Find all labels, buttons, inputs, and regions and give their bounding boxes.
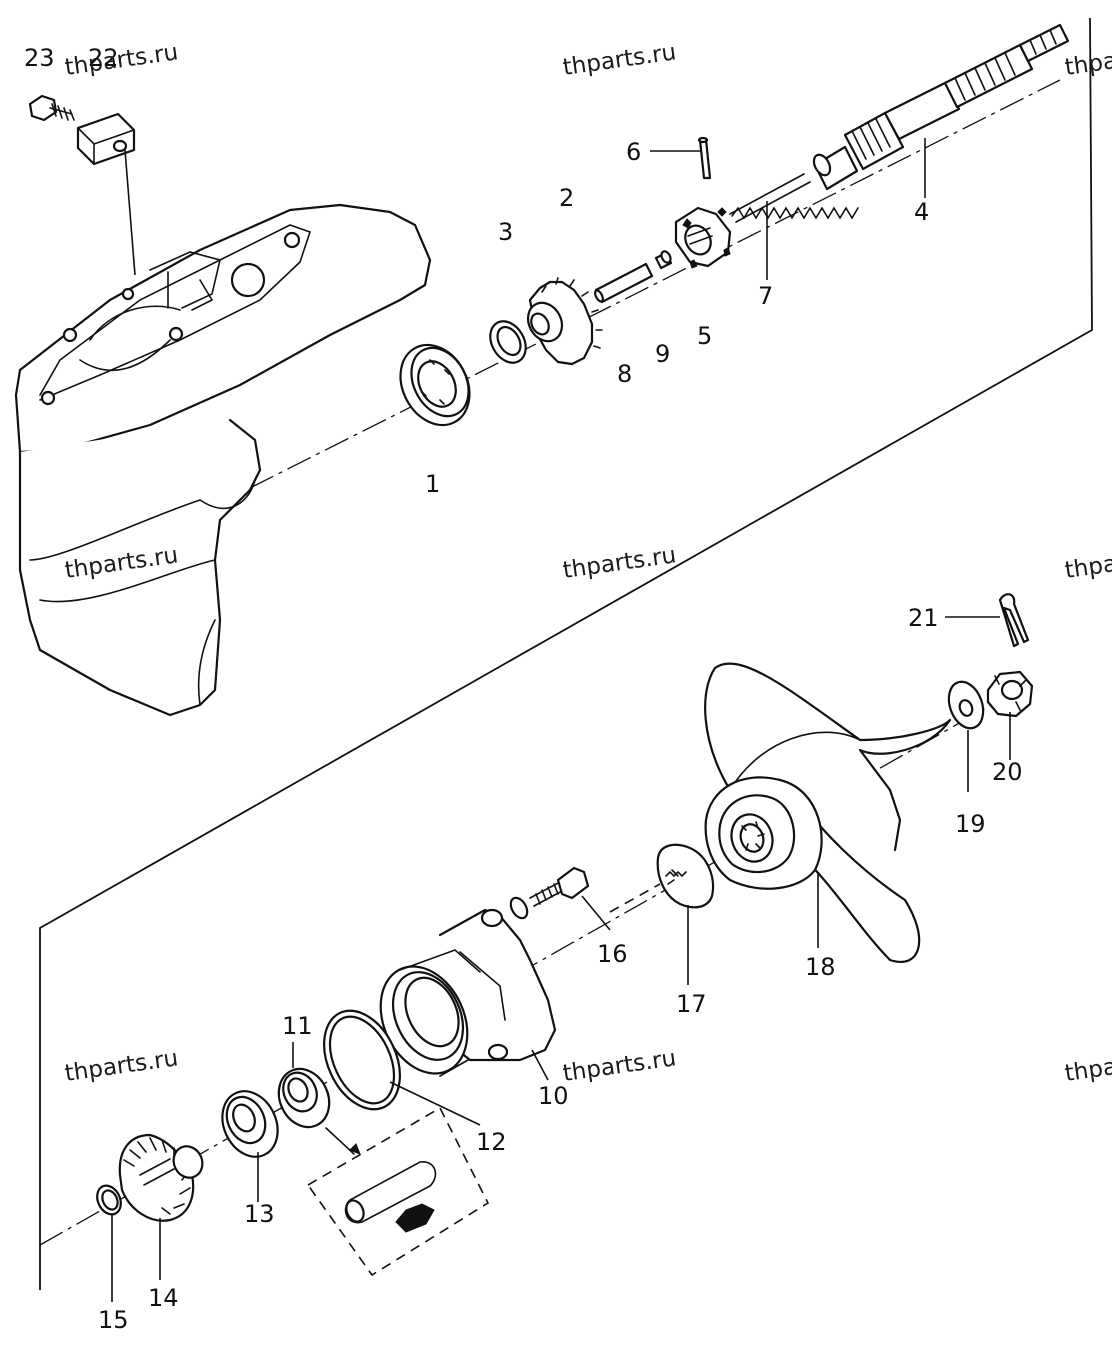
propeller-shaft-4 xyxy=(812,23,1070,191)
callout-18: 18 xyxy=(805,953,836,981)
anode-block-22 xyxy=(76,112,136,166)
propeller-18 xyxy=(704,662,952,963)
callout-21: 21 xyxy=(908,604,939,632)
callout-6: 6 xyxy=(626,138,641,166)
upper-centerline xyxy=(249,79,1061,489)
leader-16 xyxy=(581,895,611,931)
dashline-17-18 xyxy=(609,883,661,913)
callout-labels: 23 22 2 3 6 4 7 5 9 8 1 21 20 19 18 16 1… xyxy=(24,44,1023,1334)
callout-14: 14 xyxy=(148,1284,179,1312)
watermark-text: thparts.ru xyxy=(561,39,678,81)
callout-16: 16 xyxy=(597,940,628,968)
bearing-housing-10 xyxy=(379,908,557,1077)
callout-1: 1 xyxy=(425,470,440,498)
watermark-text: thparts.ru xyxy=(63,1045,180,1087)
o-ring-12 xyxy=(323,1009,401,1111)
callout-17: 17 xyxy=(676,990,707,1018)
watermark-text: thpa xyxy=(1063,48,1112,81)
bolt-23 xyxy=(28,94,75,122)
plunger-9 xyxy=(654,250,673,270)
forward-gear-14 xyxy=(118,1133,204,1222)
bolt-16 xyxy=(509,866,590,920)
watermark-text: thpa xyxy=(1063,1054,1112,1087)
castle-nut-20 xyxy=(986,670,1034,718)
ball-bearing-13 xyxy=(221,1090,279,1158)
cross-pin-6 xyxy=(697,136,712,180)
callout-8: 8 xyxy=(617,360,632,388)
push-rod-8 xyxy=(594,262,654,304)
gear-case-housing xyxy=(14,203,432,717)
callout-10: 10 xyxy=(538,1082,569,1110)
oil-seal-11 xyxy=(277,1067,331,1129)
watermark-text: thpa xyxy=(1063,551,1112,584)
callout-2: 2 xyxy=(559,184,574,212)
callout-3: 3 xyxy=(498,218,513,246)
installation-detail-box xyxy=(306,1106,490,1277)
leader-22 xyxy=(124,149,136,276)
callout-11: 11 xyxy=(282,1012,313,1040)
watermark-text: thparts.ru xyxy=(561,542,678,584)
callout-20: 20 xyxy=(992,758,1023,786)
cotter-pin-21 xyxy=(998,593,1030,648)
leader-10 xyxy=(531,1049,549,1081)
callout-13: 13 xyxy=(244,1200,275,1228)
washer-19 xyxy=(947,680,985,730)
watermarks: thparts.ru thparts.ru thpa thparts.ru th… xyxy=(63,39,1112,1087)
assembly-frame xyxy=(39,17,1093,1290)
callout-5: 5 xyxy=(697,322,712,350)
callout-9: 9 xyxy=(655,340,670,368)
thrust-spacer-17 xyxy=(656,843,715,909)
callout-22: 22 xyxy=(88,44,119,72)
callout-4: 4 xyxy=(914,198,929,226)
leader-12 xyxy=(389,1081,481,1126)
callout-15: 15 xyxy=(98,1306,129,1334)
shim-washer-3 xyxy=(489,320,527,364)
clutch-dog-5 xyxy=(674,206,732,269)
shim-15 xyxy=(96,1184,122,1216)
callout-23: 23 xyxy=(24,44,55,72)
pinion-gear-2 xyxy=(526,277,603,366)
callout-12: 12 xyxy=(476,1128,507,1156)
watermark-text: thparts.ru xyxy=(63,39,180,81)
watermark-text: thparts.ru xyxy=(561,1045,678,1087)
ball-bearing-1 xyxy=(399,343,471,427)
shift-spring-7 xyxy=(729,173,859,223)
callout-7: 7 xyxy=(758,282,773,310)
callout-19: 19 xyxy=(955,810,986,838)
